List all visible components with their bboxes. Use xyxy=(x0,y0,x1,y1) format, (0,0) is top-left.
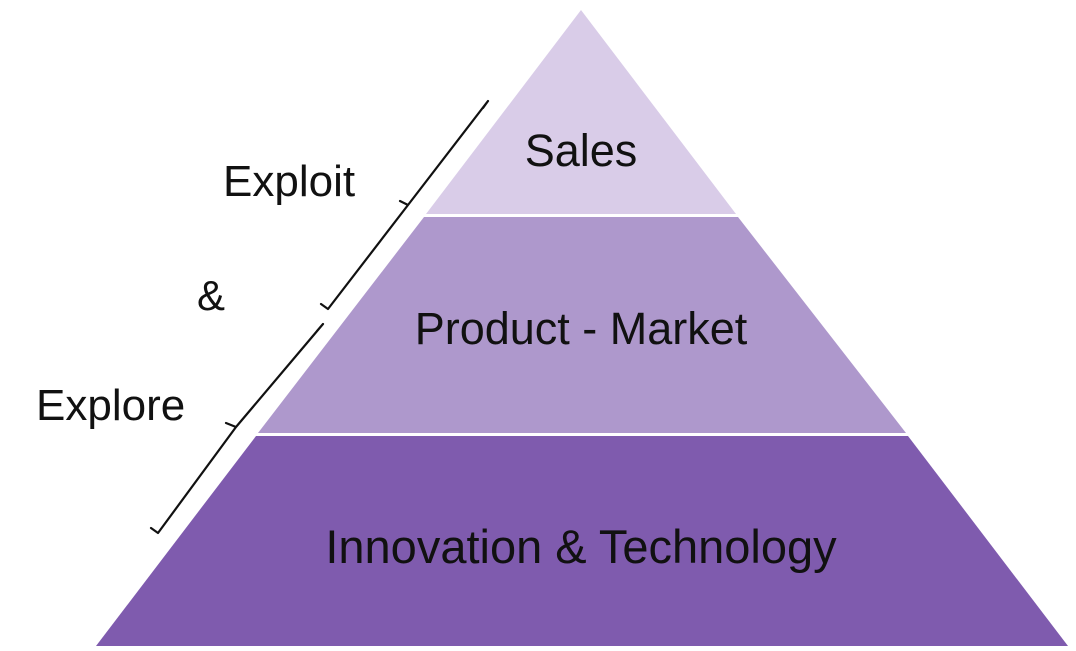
exploit-label: Exploit xyxy=(223,157,355,206)
tier-label-innovation-technology: Innovation & Technology xyxy=(325,520,837,573)
pyramid-tier-product-market xyxy=(258,217,906,433)
explore-bracket xyxy=(149,322,325,535)
explore-label: Explore xyxy=(36,381,185,430)
ampersand-label: & xyxy=(197,272,225,319)
exploit-bracket xyxy=(319,99,490,311)
tier-label-product-market: Product - Market xyxy=(415,303,748,354)
pyramid-tier-innovation-technology xyxy=(96,436,1068,646)
tier-label-sales: Sales xyxy=(525,125,638,176)
pyramid-tier-sales xyxy=(426,10,736,214)
